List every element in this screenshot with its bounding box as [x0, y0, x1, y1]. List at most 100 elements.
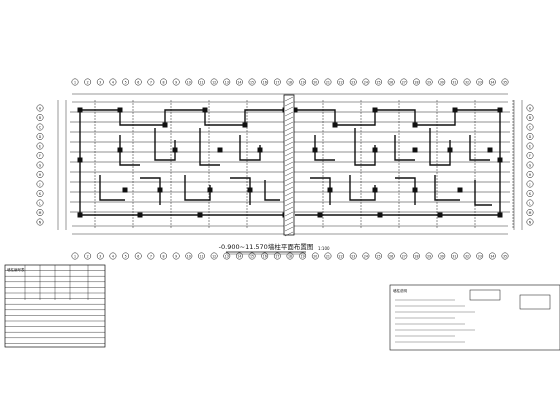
axis-top-10	[185, 78, 193, 86]
axis-top-28	[413, 78, 420, 86]
axis-bottom-label: 34	[490, 254, 494, 258]
axis-bottom-4	[109, 252, 117, 260]
axis-bottom-label: 20	[313, 254, 317, 258]
axis-left-J	[36, 180, 44, 188]
axis-left-label: E	[39, 144, 41, 148]
axis-bottom-18	[286, 252, 294, 260]
axis-bottom-label: 8	[163, 254, 165, 258]
axis-bottom-label: 7	[150, 254, 152, 258]
axis-bottom-label: 26	[389, 254, 393, 258]
axis-bottom-label: 2	[87, 254, 89, 258]
axis-top-20	[311, 78, 319, 86]
axis-top-label: 26	[389, 80, 393, 84]
column-block	[317, 212, 323, 218]
axis-top-label: 28	[414, 80, 418, 84]
column-block	[497, 212, 503, 218]
axis-top-label: 22	[339, 80, 343, 84]
axis-bottom-33	[476, 252, 484, 260]
column-block	[497, 157, 503, 163]
axis-top-29	[425, 78, 433, 86]
axis-bottom-11	[198, 252, 205, 260]
axis-right-G	[526, 161, 534, 169]
drawing-title-block: -0.900~11.570墙柱平面布置图 1:100	[219, 242, 330, 255]
axis-right-B	[526, 114, 534, 121]
hatch-line	[284, 141, 294, 147]
axis-left-label: F	[39, 154, 41, 158]
axis-top-label: 11	[199, 80, 203, 84]
hatch-line	[284, 196, 294, 202]
axis-top-17	[273, 78, 281, 86]
hatch-line	[284, 166, 294, 172]
axis-top-25	[375, 78, 382, 86]
axis-bottom-27	[400, 252, 408, 260]
axis-left-K	[36, 190, 44, 197]
axis-right-N	[526, 218, 534, 226]
hatch-line	[284, 171, 294, 177]
axis-top-label: 6	[137, 80, 139, 84]
axis-bottom-label: 28	[414, 254, 418, 258]
hatch-line	[284, 106, 294, 112]
hatch-line	[284, 126, 294, 132]
column-block	[77, 157, 83, 163]
axis-top-6	[134, 78, 142, 86]
hatch-line	[284, 116, 294, 122]
axis-top-label: 3	[99, 80, 101, 84]
axis-top-label: 10	[187, 80, 191, 84]
notes-title: 墙柱说明	[393, 288, 407, 293]
axis-bottom-21	[324, 252, 332, 260]
axis-right-label: E	[529, 144, 531, 148]
axis-left-M	[36, 209, 44, 216]
axis-left-A	[36, 104, 44, 112]
notes-legend-box	[469, 289, 501, 301]
axis-top-label: 2	[87, 80, 89, 84]
drawing-scale: 1:100	[318, 246, 330, 251]
axis-top-label: 25	[376, 80, 380, 84]
axis-bottom-label: 35	[503, 254, 507, 258]
axis-top-label: 18	[288, 80, 292, 84]
axis-bottom-5	[122, 252, 130, 260]
column-block	[372, 187, 378, 193]
axis-right-D	[526, 133, 534, 140]
axis-right-F	[526, 152, 534, 159]
axis-right-label: B	[529, 116, 531, 120]
axis-top-label: 33	[478, 80, 482, 84]
axis-left-L	[36, 199, 44, 207]
axis-bottom-label: 17	[275, 254, 279, 258]
column-block	[452, 107, 458, 113]
axis-bottom-label: 31	[452, 254, 456, 258]
axis-top-label: 29	[427, 80, 431, 84]
axis-bottom-label: 12	[212, 254, 216, 258]
axis-top-label: 20	[313, 80, 317, 84]
axis-top-1	[71, 78, 79, 86]
axis-right-C	[526, 123, 534, 131]
axis-top-label: 31	[452, 80, 456, 84]
column-block	[122, 187, 128, 193]
axis-left-label: C	[39, 125, 42, 129]
axis-bottom-label: 27	[402, 254, 406, 258]
axis-top-23	[349, 78, 357, 86]
hatch-line	[284, 101, 294, 107]
axis-top-9	[172, 78, 180, 86]
axis-bottom-label: 22	[339, 254, 343, 258]
axis-top-2	[84, 78, 92, 86]
axis-left-C	[36, 123, 44, 131]
axis-bottom-label: 33	[478, 254, 482, 258]
axis-top-16	[261, 78, 269, 86]
axis-bottom-8	[160, 252, 167, 260]
axis-bottom-label: 6	[137, 254, 139, 258]
axis-top-14	[235, 78, 243, 86]
hatch-line	[284, 231, 294, 237]
axis-left-label: D	[39, 135, 42, 139]
axis-top-label: 35	[503, 80, 507, 84]
axis-top-32	[463, 78, 471, 86]
axis-right-label: A	[529, 106, 532, 110]
hatch-line	[284, 121, 294, 127]
axis-bottom-29	[425, 252, 433, 260]
axis-top-24	[362, 78, 370, 86]
column-block	[117, 147, 123, 153]
axis-top-27	[400, 78, 408, 86]
